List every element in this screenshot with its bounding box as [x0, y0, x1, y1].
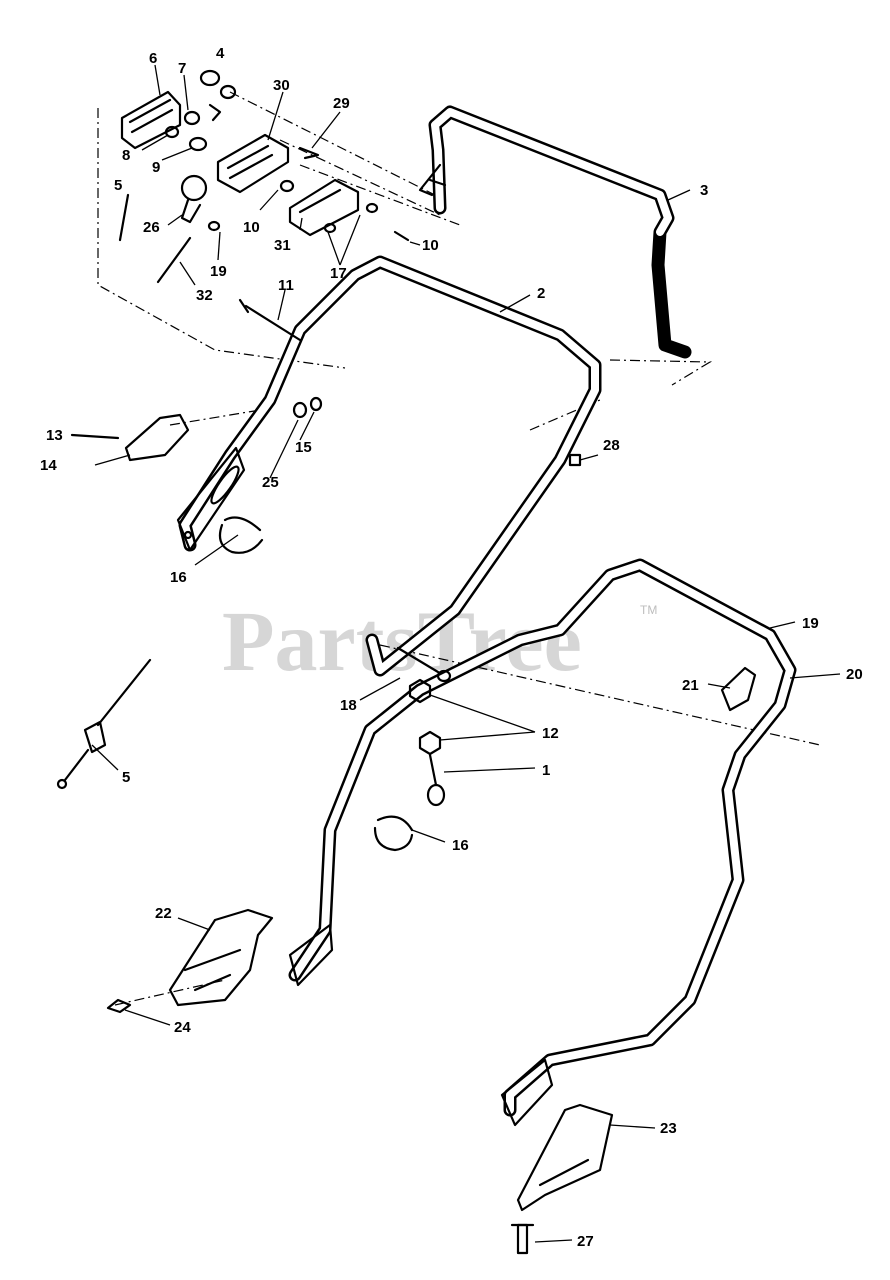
callout-27: 27 — [577, 1233, 594, 1250]
callout-22: 22 — [155, 905, 172, 922]
callout-numbers: 6 4 7 30 29 8 9 5 26 10 31 10 19 17 32 3… — [40, 45, 863, 1250]
callout-32: 32 — [196, 287, 213, 304]
callout-12: 12 — [542, 725, 559, 742]
callout-5-lower: 5 — [122, 769, 130, 786]
callout-2: 2 — [537, 285, 545, 302]
callout-31: 31 — [274, 237, 291, 254]
callout-1: 1 — [542, 762, 550, 779]
callout-6: 6 — [149, 50, 157, 67]
callout-16-lower: 16 — [452, 837, 469, 854]
callout-9: 9 — [152, 159, 160, 176]
callout-4: 4 — [216, 45, 225, 62]
callout-14: 14 — [40, 457, 57, 474]
callout-19-upper: 19 — [210, 263, 227, 280]
callout-20: 20 — [846, 666, 863, 683]
callout-15: 15 — [295, 439, 312, 456]
callout-19-lower: 19 — [802, 615, 819, 632]
callout-28: 28 — [603, 437, 620, 454]
lower-handle — [288, 558, 797, 1127]
brackets — [106, 908, 614, 1255]
callout-29: 29 — [333, 95, 350, 112]
callout-30: 30 — [273, 77, 290, 94]
callout-10-right: 10 — [422, 237, 439, 254]
callout-24: 24 — [174, 1019, 191, 1036]
side-hardware — [70, 396, 582, 554]
callout-10-left: 10 — [243, 219, 260, 236]
upper-handle — [176, 255, 602, 677]
callout-13: 13 — [46, 427, 63, 444]
watermark-tm: TM — [640, 603, 657, 617]
callout-25: 25 — [262, 474, 279, 491]
leader-lines — [91, 64, 841, 1243]
callout-3: 3 — [700, 182, 708, 199]
callout-16-upper: 16 — [170, 569, 187, 586]
callout-21: 21 — [682, 677, 699, 694]
callout-11: 11 — [278, 277, 294, 294]
callout-5-upper: 5 — [114, 177, 122, 194]
callout-17: 17 — [330, 265, 347, 282]
callout-8: 8 — [122, 147, 130, 164]
callout-23: 23 — [660, 1120, 677, 1137]
callout-7: 7 — [178, 60, 186, 77]
center-hardware — [373, 646, 757, 852]
assembly-lines — [97, 91, 821, 1006]
cable-assembly — [56, 658, 152, 790]
control-bail — [418, 105, 692, 359]
callout-18: 18 — [340, 697, 357, 714]
callout-26: 26 — [143, 219, 160, 236]
control-box-parts — [118, 69, 410, 342]
